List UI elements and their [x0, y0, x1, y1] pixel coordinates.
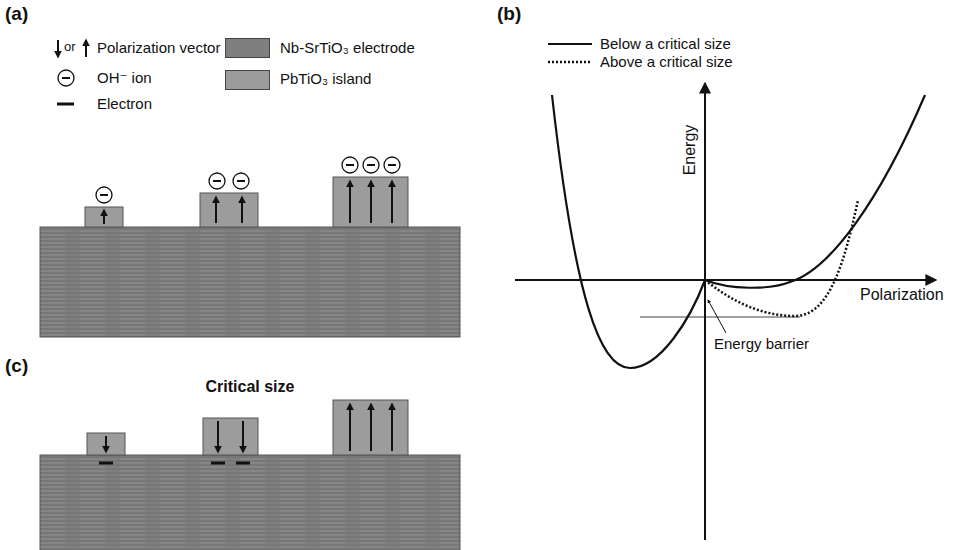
legend-text: Below a critical size [600, 35, 731, 52]
legend-text: Polarization vector [97, 39, 220, 56]
axis-label: Energy [681, 125, 699, 176]
legend-text: Electron [97, 95, 152, 112]
panel-letter: (a) [5, 3, 28, 25]
panel-letter: (b) [497, 3, 521, 25]
legend-text: PbTiO₃ island [280, 70, 371, 87]
legend-swatch [225, 38, 270, 58]
panel-letter: (c) [5, 355, 28, 377]
annotation: Critical size [206, 378, 295, 396]
legend-text: OH⁻ ion [97, 69, 152, 86]
axis-label: Polarization [860, 286, 944, 304]
connective-word: or [64, 40, 76, 55]
panel-a [40, 157, 460, 337]
annotation: Energy barrier [714, 335, 809, 352]
legend-text: Nb-SrTiO₃ electrode [280, 39, 415, 56]
panel-c [40, 400, 460, 550]
legend-swatch [225, 70, 270, 90]
legend-text: Above a critical size [600, 53, 733, 70]
legend-samples [57, 40, 86, 104]
